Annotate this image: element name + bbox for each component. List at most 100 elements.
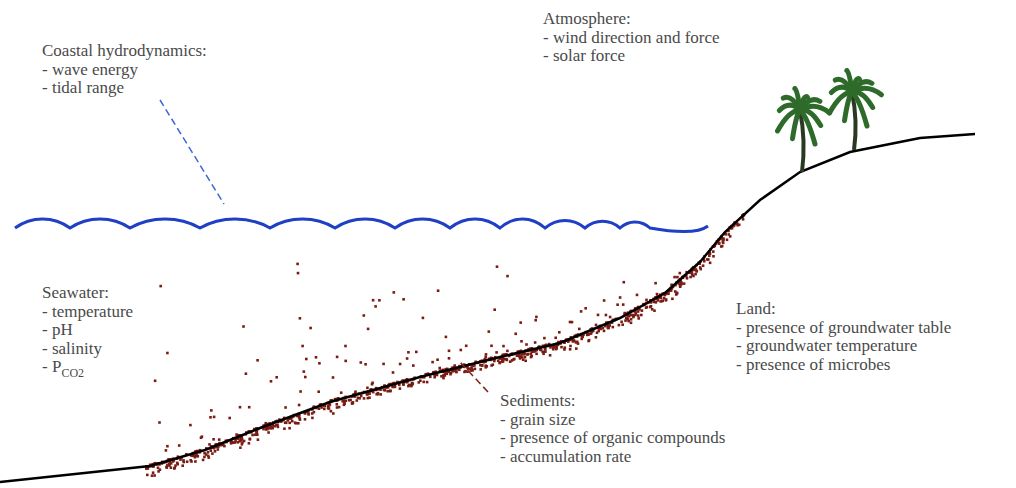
sediment-grain bbox=[157, 467, 160, 470]
sediment-grain bbox=[671, 298, 674, 301]
sediment-grain bbox=[327, 407, 330, 410]
sediment-grain bbox=[173, 467, 176, 470]
sediment-grain bbox=[699, 268, 702, 271]
sediment-grain bbox=[200, 436, 203, 439]
sediment-grain bbox=[596, 331, 599, 334]
sediment-grain bbox=[657, 299, 660, 302]
sediment-grain bbox=[343, 404, 346, 407]
sediment-grain bbox=[382, 363, 385, 366]
sediment-grain bbox=[379, 393, 382, 396]
sediment-grain bbox=[624, 319, 627, 322]
sediment-grain bbox=[317, 390, 320, 393]
sediment-grain bbox=[673, 276, 676, 279]
palm-trees bbox=[778, 71, 882, 173]
sediment-grain bbox=[275, 376, 278, 379]
sediment-grain bbox=[166, 352, 169, 355]
sediment-grain bbox=[479, 364, 482, 367]
sediment-grain bbox=[646, 306, 649, 309]
sediment-grain bbox=[186, 460, 189, 463]
sediment-grain bbox=[217, 448, 220, 451]
sediment-grain bbox=[352, 402, 355, 405]
leader-line bbox=[460, 362, 488, 392]
sediment-grain bbox=[706, 258, 709, 261]
sediment-grain bbox=[284, 421, 287, 424]
sediment-grain bbox=[234, 441, 237, 444]
sediment-grain bbox=[374, 305, 377, 308]
sediment-grain bbox=[524, 360, 527, 363]
sediment-grain bbox=[618, 324, 621, 327]
sediment-grain bbox=[485, 353, 488, 356]
sediment-grain bbox=[623, 281, 626, 284]
sediment-grain bbox=[634, 314, 637, 317]
sediment-grain bbox=[437, 289, 440, 292]
sediment-grain bbox=[208, 443, 211, 446]
sediment-grain bbox=[415, 351, 418, 354]
sediment-grain bbox=[651, 308, 654, 311]
sediment-grain bbox=[166, 464, 169, 467]
sediment-grain bbox=[630, 318, 633, 321]
sediment-grain bbox=[332, 376, 335, 379]
sediment-grain bbox=[691, 273, 694, 276]
sediment-grain bbox=[182, 459, 185, 462]
sediment-grain bbox=[363, 314, 366, 317]
bullet-item: - presence of organic compounds bbox=[500, 429, 725, 447]
sediment-grain bbox=[383, 389, 386, 392]
sediment-grain bbox=[490, 345, 493, 348]
sediment-grain bbox=[408, 384, 411, 387]
sediment-grain bbox=[245, 372, 248, 375]
sediment-grain bbox=[352, 401, 355, 404]
sediment-grain bbox=[157, 470, 160, 473]
sediment-grain bbox=[742, 218, 745, 221]
sediment-grain bbox=[309, 327, 312, 330]
sediment-grain bbox=[519, 321, 522, 324]
sediment-grain bbox=[649, 306, 652, 309]
sediment-grain bbox=[360, 361, 363, 364]
sediment-grain bbox=[603, 330, 606, 333]
sediment-grain bbox=[210, 409, 213, 412]
sediment-grain bbox=[305, 358, 308, 361]
sediment-grain bbox=[513, 358, 516, 361]
sediment-grain bbox=[569, 321, 572, 324]
sediment-grain bbox=[526, 353, 529, 356]
sediment-grain bbox=[238, 440, 241, 443]
sediment-grain bbox=[683, 282, 686, 285]
sediment-grain bbox=[498, 362, 501, 365]
sediment-grain bbox=[295, 422, 298, 425]
sediment-grain bbox=[463, 371, 466, 374]
sediment-grain bbox=[679, 285, 682, 288]
sediment-grain bbox=[460, 349, 463, 352]
sediment-grain bbox=[298, 417, 301, 420]
sediment-grain bbox=[270, 380, 273, 383]
sediment-grain bbox=[560, 346, 563, 349]
sediment-grain bbox=[256, 359, 259, 362]
sediment-grain bbox=[358, 397, 361, 400]
bullet-item: - presence of microbes bbox=[736, 356, 890, 374]
palm-trunk bbox=[852, 92, 856, 150]
sediment-grain bbox=[622, 303, 625, 306]
sediment-grain bbox=[619, 296, 622, 299]
sediment-grain bbox=[512, 358, 515, 361]
sediment-grain bbox=[363, 397, 366, 400]
sediment-grain bbox=[608, 325, 611, 328]
sediment-grain bbox=[641, 309, 644, 312]
sediment-grain bbox=[367, 397, 370, 400]
sediment-grain bbox=[351, 402, 354, 405]
bullet-item: - grain size bbox=[500, 411, 576, 429]
sediment-grain bbox=[712, 250, 715, 253]
sediment-grain bbox=[351, 402, 354, 405]
sediment-grain bbox=[720, 245, 723, 248]
sediment-grain bbox=[189, 459, 192, 462]
sediment-grain bbox=[158, 421, 161, 424]
bullet-item: - temperature bbox=[42, 303, 133, 321]
sediment-grain bbox=[389, 389, 392, 392]
sediment-grain bbox=[496, 265, 499, 268]
sediment-grain bbox=[636, 294, 639, 297]
palm-trunk bbox=[800, 110, 804, 172]
sediment-grain bbox=[170, 466, 173, 469]
sediment-grain bbox=[412, 382, 415, 385]
label-text: - P bbox=[42, 357, 61, 376]
sediment-grain bbox=[228, 417, 231, 420]
sediment-grain bbox=[645, 299, 648, 302]
sediment-grain bbox=[343, 401, 346, 404]
sediment-grain bbox=[722, 237, 725, 240]
